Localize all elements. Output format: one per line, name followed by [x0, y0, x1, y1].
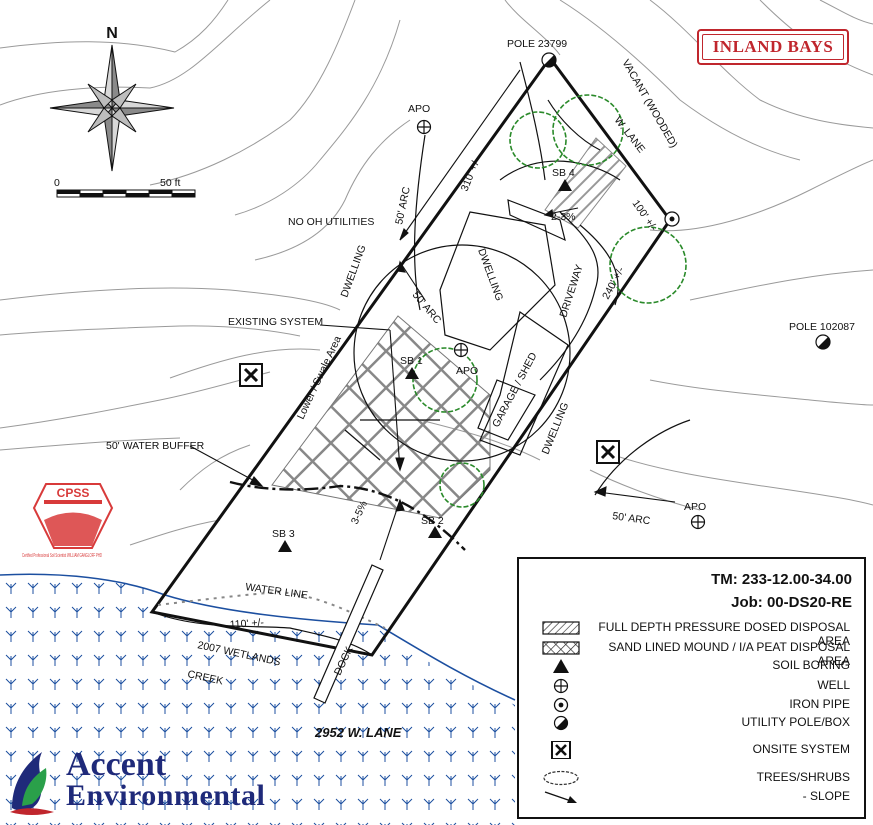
onsite-system-icon [551, 741, 571, 759]
fifty-foot-arcs [353, 134, 691, 496]
well-icon-right [690, 514, 706, 530]
pole-right-label: POLE 102087 [789, 321, 855, 333]
legend-item: FULL DEPTH PRESSURE DOSED DISPOSAL AREA [529, 619, 854, 648]
cpss-seal-title: CPSS [57, 486, 90, 500]
legend-item: ONSITE SYSTEM [529, 741, 854, 759]
legend-item-label: IRON PIPE [789, 697, 850, 711]
creek-water [0, 573, 516, 825]
utility-pole-icon [553, 715, 569, 731]
water-line [157, 590, 386, 629]
scale-bar [56, 189, 196, 198]
legend-item: TREES/SHRUBS [529, 769, 854, 787]
dim-240-label: 240' +/- [600, 264, 627, 301]
legend-item: - SLOPE [529, 788, 854, 806]
sb3-marker [278, 540, 292, 552]
cpss-seal [32, 483, 114, 549]
slope-bottom-label: 3-5% [349, 499, 370, 526]
legend-box: TM: 233-12.00-34.00 Job: 00-DS20-RE FULL… [517, 557, 866, 819]
apo-center-label: APO [456, 365, 478, 377]
inland-bays-badge: INLAND BAYS [697, 29, 849, 65]
accent-environmental-logo: Accent Environmental [6, 748, 291, 818]
driveway-label: DRIVEWAY [557, 263, 585, 319]
wells [416, 119, 706, 530]
legend-item-label: SOIL BORING [772, 658, 850, 672]
address-label: 2952 W. LANE [314, 725, 402, 740]
sb1-label: SB 1 [400, 355, 423, 367]
sb1-marker [405, 367, 419, 379]
north-label: N [106, 25, 118, 42]
legend-item: SAND LINED MOUND / I/A PEAT DISPOSAL ARE… [529, 639, 854, 668]
sb4-marker [558, 179, 572, 191]
no-oh-utilities-label: NO OH UTILITIES [288, 216, 374, 228]
slope-arrow-icon [544, 791, 577, 803]
dock [313, 564, 384, 704]
well-icon [553, 678, 569, 694]
arc-50-right-label: 50' ARC [612, 510, 652, 527]
slope-top-label: 2-3% [551, 211, 576, 223]
apo-right-label: APO [684, 501, 706, 513]
legend-job: Job: 00-DS20-RE [731, 594, 852, 611]
sand-mound-disposal-area [271, 315, 491, 519]
dwelling-right-label: DWELLING [540, 401, 572, 456]
apo-top-label: APO [408, 103, 430, 115]
sb2-label: SB 2 [421, 515, 444, 527]
legend-item-label: SAND LINED MOUND / I/A PEAT DISPOSAL ARE… [608, 640, 850, 668]
legend-item-label: FULL DEPTH PRESSURE DOSED DISPOSAL AREA [598, 620, 850, 648]
legend-item-label: - SLOPE [802, 789, 850, 803]
sb3-label: SB 3 [272, 528, 295, 540]
iron-pipe-icon [553, 697, 569, 713]
dim-110-label: 110' +/- [229, 617, 264, 631]
legend-item: WELL [529, 677, 854, 695]
onsite-systems [239, 363, 620, 464]
onsite-system-icon-right [596, 440, 620, 464]
arc-50-left-label: 50' ARC [393, 185, 413, 225]
dim-100-label: 100' +/- [630, 198, 660, 234]
utility-pole-icon-top [541, 52, 557, 68]
well-icon-center [453, 342, 469, 358]
hatch-diagonal-icon [542, 621, 580, 635]
legend-item-label: ONSITE SYSTEM [752, 742, 850, 756]
trees-group [412, 94, 687, 508]
tree-outline-icon [543, 770, 579, 786]
utility-pole-icon-right [815, 334, 831, 350]
dimension-lines [189, 69, 676, 561]
water-buffer-label: 50' WATER BUFFER [106, 440, 205, 452]
onsite-system-icon-left [239, 363, 263, 387]
arc-50-center-label: 50' ARC [410, 289, 444, 326]
soil-borings [278, 179, 572, 552]
legend-tm: TM: 233-12.00-34.00 [711, 571, 852, 588]
dwelling-left-label: DWELLING [339, 243, 369, 299]
legend-item-label: UTILITY POLE/BOX [741, 715, 850, 729]
garage-label: GARAGE / SHED [490, 350, 540, 429]
scale-start-label: 0 [54, 177, 60, 189]
dwelling-center-label: DWELLING [475, 247, 505, 303]
sb4-label: SB 4 [552, 167, 575, 179]
legend-item: IRON PIPE [529, 696, 854, 714]
water-buffer-line [229, 480, 466, 551]
scale-end-label: 50 ft [160, 177, 181, 189]
pole-top-label: POLE 23799 [507, 38, 567, 50]
water-line-label: WATER LINE [245, 581, 309, 602]
legend-item-label: TREES/SHRUBS [756, 770, 850, 784]
company-name-line1: Accent [66, 746, 167, 783]
accent-leaf-icon [10, 752, 54, 815]
legend-item: SOIL BORING [529, 657, 854, 675]
sb2-marker [428, 526, 442, 538]
existing-system-label: EXISTING SYSTEM [228, 316, 323, 328]
north-arrow [49, 44, 175, 172]
company-name-line2: Environmental [66, 779, 266, 812]
dim-310-label: 310' +/- [459, 156, 483, 193]
iron-pipe-icon [664, 211, 680, 227]
cpss-seal-text: Certified Professional Soil Scientist WI… [22, 553, 102, 559]
legend-item-label: WELL [817, 678, 850, 692]
triangle-icon [553, 659, 569, 673]
contour-lines [0, 0, 873, 546]
utility-poles [541, 52, 831, 350]
hatch-cross-icon [542, 641, 580, 655]
well-icon-top [416, 119, 432, 135]
legend-item: UTILITY POLE/BOX [529, 714, 854, 732]
